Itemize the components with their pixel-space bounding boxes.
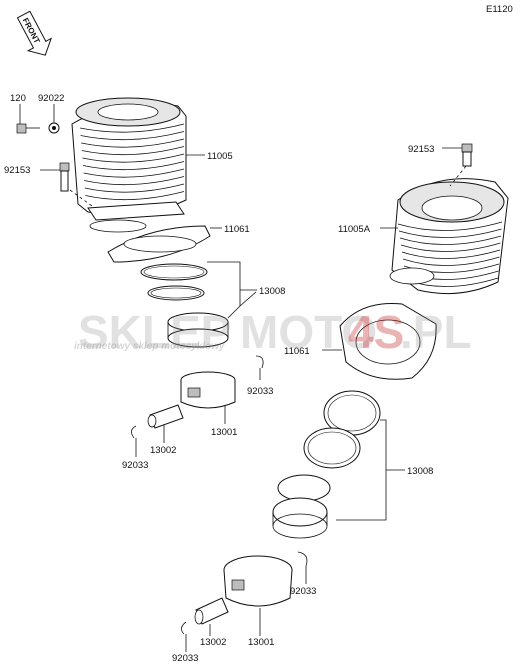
callout-92033-upper-left: 92033 (122, 460, 148, 471)
piston-pin-13002-left (147, 404, 184, 429)
callout-92033-upper-right: 92033 (247, 386, 273, 397)
cylinder-gasket-11061-right (339, 302, 437, 380)
front-cylinder-11005 (71, 97, 187, 233)
washer-92022 (48, 122, 60, 134)
front-arrow-icon: FRONT (16, 10, 53, 56)
callout-92033-lower-right: 92033 (290, 586, 316, 597)
callout-13001-left: 13001 (211, 427, 237, 438)
watermark-brand-right: MOTO (240, 306, 377, 358)
piston-ring-set-13008-right (272, 390, 381, 539)
callout-13001-right: 13001 (248, 637, 274, 648)
callout-13008-left: 13008 (259, 286, 285, 297)
callout-92022: 92022 (38, 93, 64, 104)
watermark-brand-tld: .PL (400, 306, 472, 358)
callout-11005: 11005 (207, 151, 233, 162)
circlip-92033-upper-left (131, 425, 137, 439)
piston-13001-right (223, 555, 293, 607)
callout-11061-left: 11061 (224, 224, 250, 235)
callout-92033-lower-left: 92033 (172, 653, 198, 664)
shop-watermark: SKLEP MOTO 4S .PL internetowy sklep moto… (74, 306, 472, 358)
stud-bolt-92153-left (59, 162, 93, 207)
callout-13002-left: 13002 (150, 445, 176, 456)
cylinder-gasket-11061-left (107, 225, 211, 263)
circlip-92033-lower-right (297, 551, 308, 567)
diagram-code: E1120 (486, 4, 513, 15)
watermark-brand-left: SKLEP (78, 306, 231, 358)
callout-11061-right: 11061 (284, 346, 310, 357)
watermark-tagline: internetowy sklep motocyklowy (74, 341, 225, 352)
callout-labels: 120 92022 92153 11005 11061 13008 92033 … (4, 93, 434, 664)
circlip-92033-upper-right (255, 355, 264, 369)
bolt-120 (16, 123, 40, 134)
watermark-brand-red: 4S (348, 306, 404, 358)
callout-13002-right: 13002 (200, 637, 226, 648)
callout-120: 120 (10, 93, 26, 104)
rear-cylinder-11005A (389, 178, 509, 295)
callout-13008-right: 13008 (407, 466, 433, 477)
circlip-92033-lower-left (181, 621, 187, 635)
piston-ring-set-13008-left (140, 263, 229, 348)
piston-13001-left (180, 371, 236, 409)
leader-lines (19, 104, 462, 652)
callout-11005A: 11005A (338, 224, 371, 235)
callout-92153-left: 92153 (4, 165, 30, 176)
stud-bolt-92153-right (449, 143, 473, 187)
callout-92153-right: 92153 (408, 144, 434, 155)
piston-pin-13002-right (194, 597, 229, 625)
